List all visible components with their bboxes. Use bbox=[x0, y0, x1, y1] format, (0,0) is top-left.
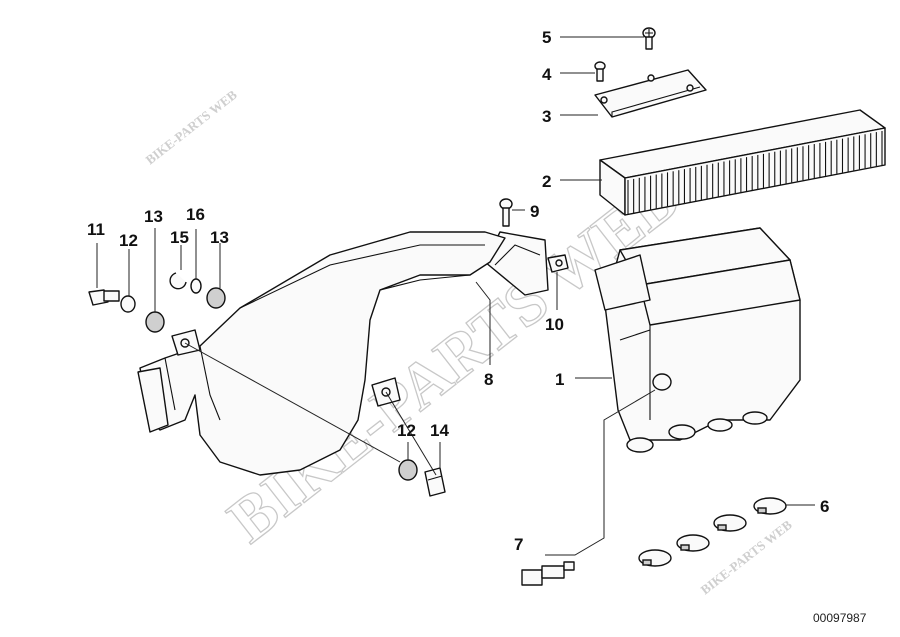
callout-16: 16 bbox=[186, 205, 205, 224]
screw-9 bbox=[499, 198, 513, 227]
callout-2: 2 bbox=[542, 172, 551, 191]
screw-small bbox=[594, 61, 606, 82]
watermark-bottom-right: BIKE-PARTS WEB bbox=[698, 517, 795, 598]
callout-9: 9 bbox=[530, 202, 539, 221]
callout-12-left: 12 bbox=[119, 231, 138, 250]
left-fasteners bbox=[88, 272, 226, 333]
callout-6: 6 bbox=[820, 497, 829, 516]
callout-15: 15 bbox=[170, 228, 189, 247]
callout-10: 10 bbox=[545, 315, 564, 334]
diagram-reference-number: 00097987 bbox=[813, 611, 867, 625]
callouts: 5 4 3 2 9 10 8 1 6 7 11 12 13 15 16 13 1… bbox=[87, 28, 829, 554]
intake-duct bbox=[137, 231, 506, 476]
lower-fasteners bbox=[398, 459, 446, 497]
callout-11: 11 bbox=[87, 220, 105, 239]
callout-1: 1 bbox=[555, 370, 564, 389]
callout-13-left: 13 bbox=[144, 207, 163, 226]
hose-clamps bbox=[638, 497, 787, 567]
callout-3: 3 bbox=[542, 107, 551, 126]
temperature-sensor bbox=[521, 561, 575, 586]
callout-12-lower: 12 bbox=[397, 421, 416, 440]
callout-5: 5 bbox=[542, 28, 551, 47]
callout-13-right: 13 bbox=[210, 228, 229, 247]
callout-4: 4 bbox=[542, 65, 552, 84]
cover-plate bbox=[594, 69, 707, 118]
air-filter bbox=[599, 109, 886, 216]
callout-8: 8 bbox=[484, 370, 493, 389]
watermark-top-left: BIKE-PARTS WEB bbox=[143, 87, 240, 168]
callout-14: 14 bbox=[430, 421, 449, 440]
callout-7: 7 bbox=[514, 535, 523, 554]
screw-top bbox=[642, 27, 656, 50]
leader-lines bbox=[96, 36, 815, 556]
air-box bbox=[594, 227, 801, 453]
